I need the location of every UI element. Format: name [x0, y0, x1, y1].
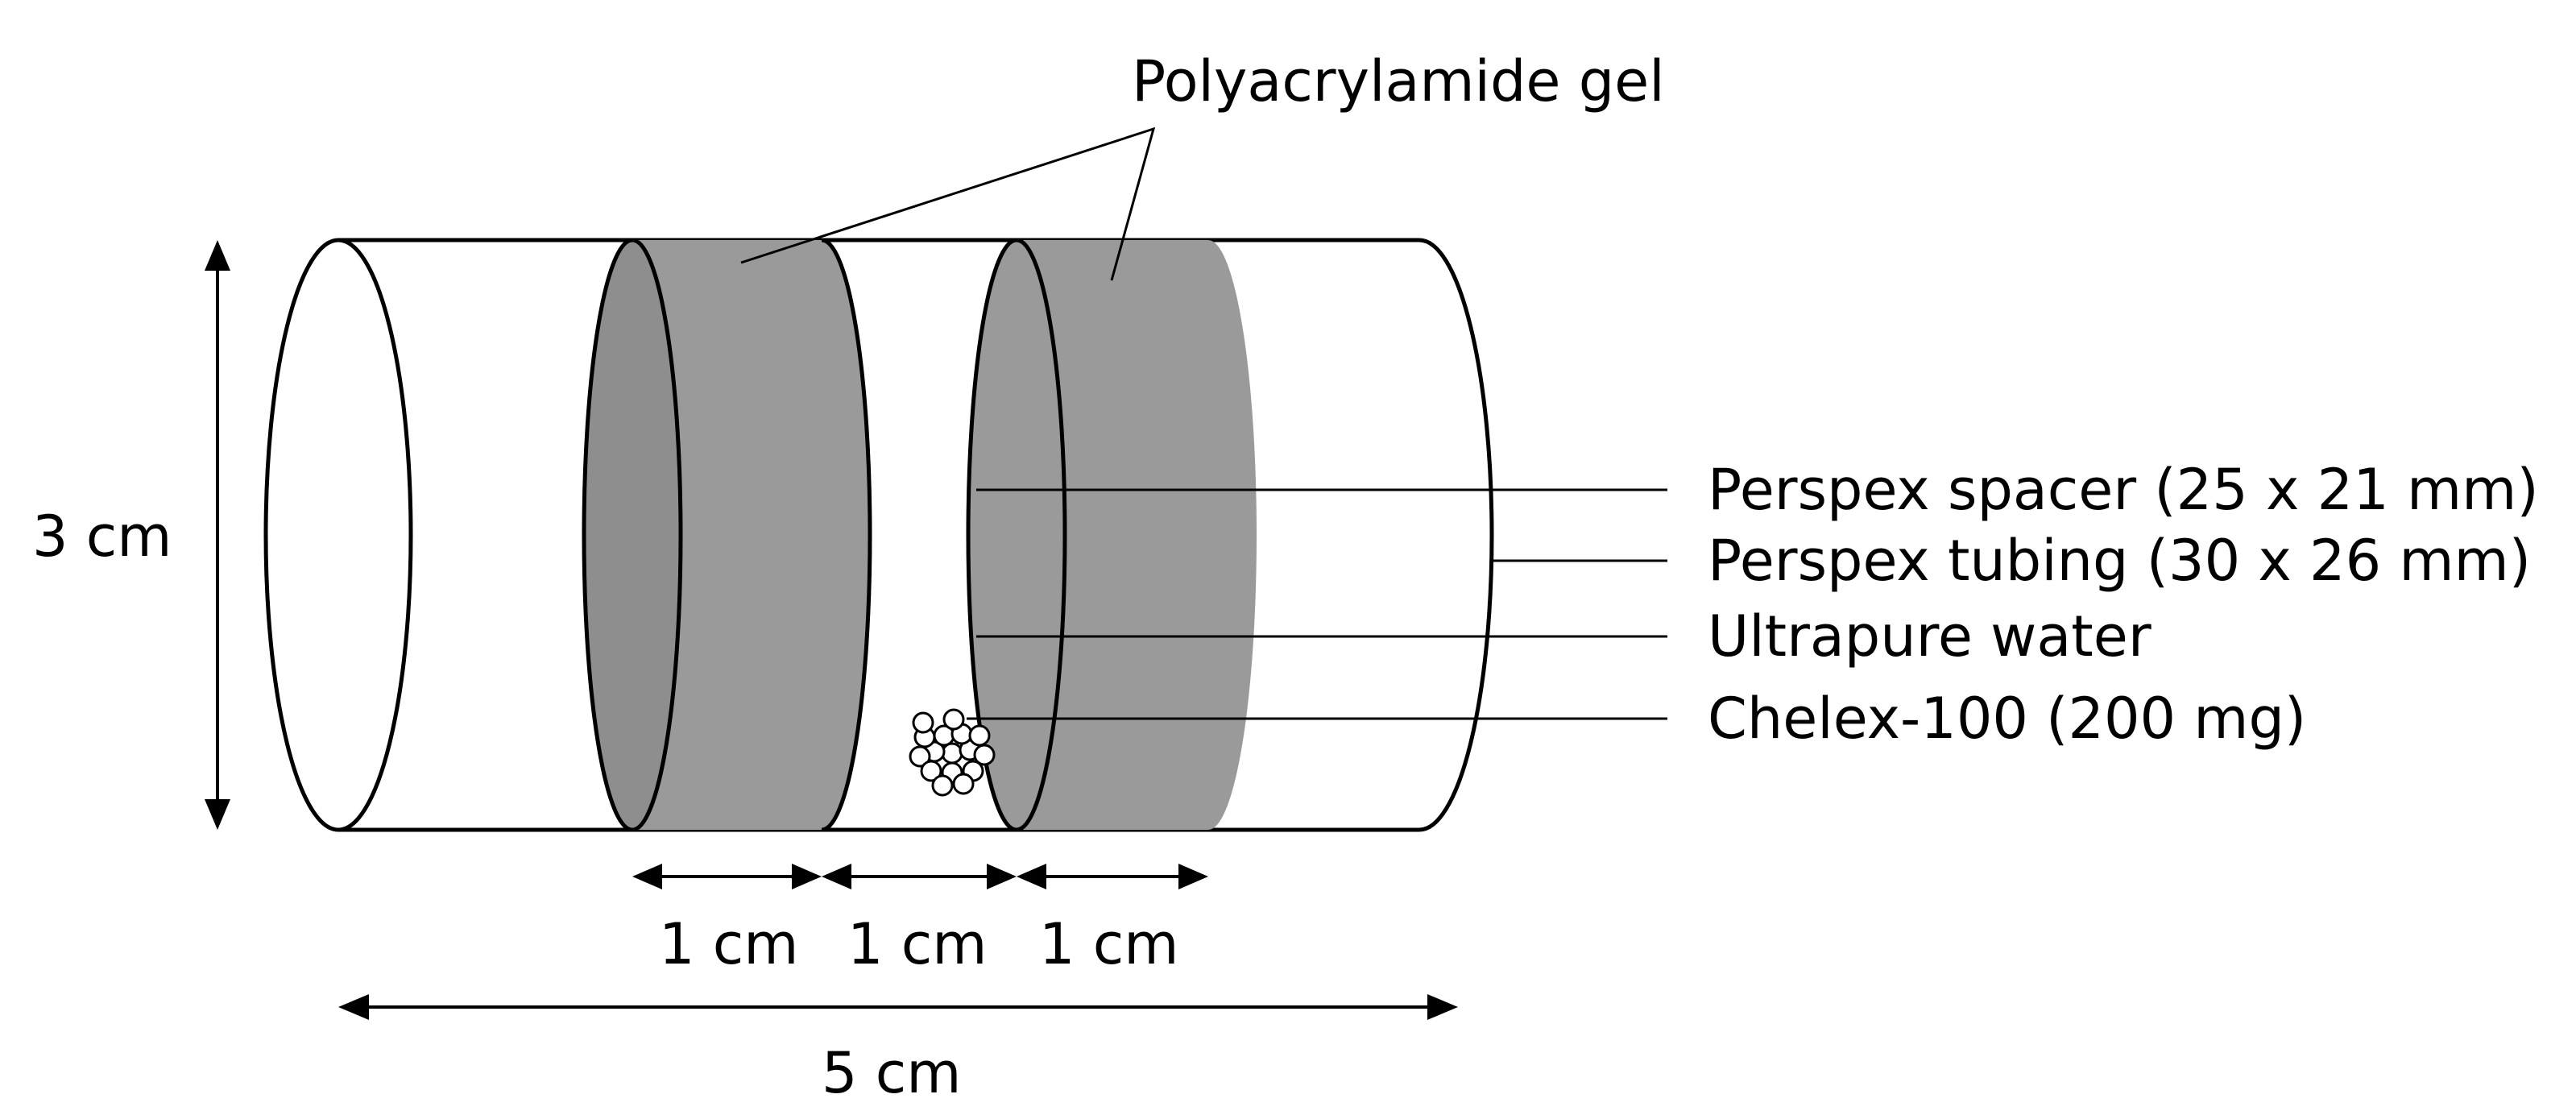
gel-band-1-face: [582, 238, 683, 832]
gel-band-2-hidden-arc: [966, 238, 1017, 832]
leader-lines: [740, 126, 1667, 720]
water-label: Ultrapure water: [1708, 603, 2151, 669]
chelex-bead: [931, 774, 954, 797]
polyacrylamide-gel-band-1: [582, 238, 872, 832]
segment-1-label: 1 cm: [659, 911, 798, 977]
spacer-label: Perspex spacer (25 x 21 mm): [1708, 457, 2539, 523]
chelex-bead: [973, 744, 996, 766]
segment-1-arrow-head-left: [632, 864, 662, 889]
segment-3-label: 1 cm: [1039, 911, 1178, 977]
tube-front-opening: [263, 238, 413, 832]
height-label: 3 cm: [32, 504, 172, 570]
labels: Polyacrylamide gel Perspex spacer (25 x …: [32, 48, 2539, 1106]
segment-1-arrow-head-right: [792, 864, 822, 889]
segment-2-label: 1 cm: [847, 911, 987, 977]
segment-2-arrow-head-left: [822, 864, 851, 889]
chelex-bead: [968, 724, 991, 747]
height-arrow-head-bottom: [205, 799, 230, 830]
length-arrow-head-right: [1427, 994, 1458, 1020]
chelex-bead: [941, 742, 963, 765]
polyacrylamide-gel-band-2: [966, 238, 1257, 832]
segment-2-arrow-head-right: [987, 864, 1017, 889]
chelex-label: Chelex-100 (200 mg): [1708, 686, 2306, 752]
tubing-label: Perspex tubing (30 x 26 mm): [1708, 528, 2531, 594]
segment-3-arrow-head-left: [1017, 864, 1046, 889]
dimension-arrows: [205, 240, 1458, 1020]
chelex-bead: [942, 708, 965, 731]
gel-band-2-left-arc: [1016, 238, 1067, 832]
perspex-tubing: [338, 238, 1419, 832]
segment-3-arrow-head-right: [1178, 864, 1208, 889]
chelex-beads: [909, 708, 996, 797]
tube-right-end: [1418, 238, 1494, 832]
gel-band-1-right-arc: [821, 238, 872, 832]
chelex-bead: [920, 760, 942, 782]
chelex-bead: [912, 711, 934, 734]
chelex-bead: [952, 773, 975, 795]
gel-band-2-body: [968, 240, 1257, 830]
chelex-bead: [909, 745, 931, 768]
length-arrow-head-left: [338, 994, 369, 1020]
height-arrow-head-top: [205, 240, 230, 271]
gel-leader-line: [740, 126, 1156, 281]
length-label: 5 cm: [822, 1040, 961, 1106]
gel-label: Polyacrylamide gel: [1132, 48, 1665, 114]
